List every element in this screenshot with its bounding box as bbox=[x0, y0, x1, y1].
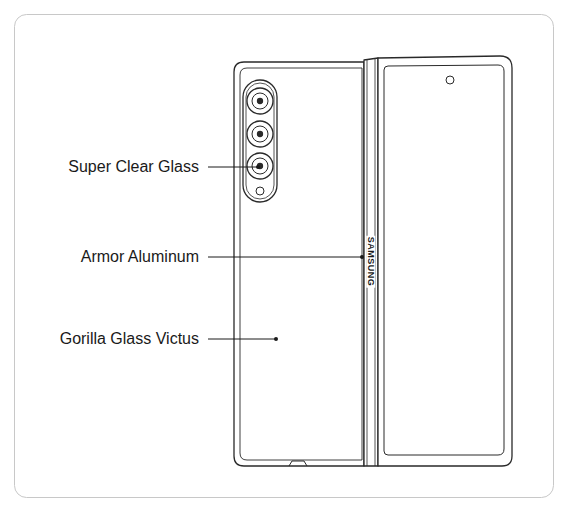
leader-dot bbox=[274, 337, 278, 341]
camera-module bbox=[243, 80, 277, 202]
back-glass-edge bbox=[240, 68, 362, 460]
flash bbox=[256, 187, 264, 195]
part-label: Super Clear Glass bbox=[68, 157, 199, 176]
back-panel bbox=[234, 62, 364, 466]
leader-dot bbox=[256, 165, 260, 169]
camera-lens bbox=[247, 88, 273, 114]
camera-lens bbox=[247, 121, 273, 147]
front-panel bbox=[378, 56, 512, 466]
camera-lens bbox=[247, 153, 273, 179]
camera-lens-ring bbox=[252, 126, 268, 142]
leader-line bbox=[208, 257, 362, 258]
screen bbox=[384, 65, 504, 455]
frame-border bbox=[15, 15, 554, 498]
leader-line bbox=[208, 167, 258, 168]
camera-lens-center bbox=[258, 132, 263, 137]
camera-lens-ring bbox=[252, 93, 268, 109]
leader-line bbox=[208, 339, 276, 340]
part-label: Gorilla Glass Victus bbox=[60, 329, 199, 348]
hinge bbox=[364, 58, 378, 466]
camera-module-inner bbox=[246, 83, 274, 199]
bottom-notch bbox=[289, 461, 307, 466]
brand-mark: SAMSUNG bbox=[366, 235, 375, 287]
leader-dot bbox=[360, 255, 364, 259]
punch-hole-camera bbox=[446, 76, 454, 84]
part-label: Armor Aluminum bbox=[81, 247, 199, 266]
camera-lens-center bbox=[258, 99, 263, 104]
camera-lens-ring bbox=[252, 158, 268, 174]
